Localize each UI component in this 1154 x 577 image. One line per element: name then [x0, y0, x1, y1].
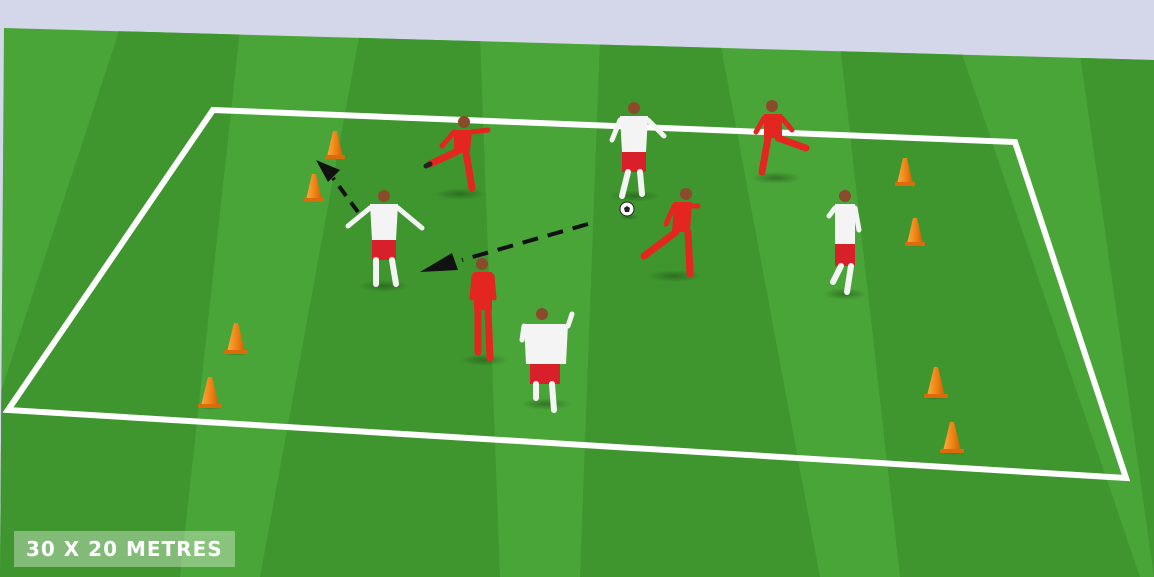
- field-size-label: 30 X 20 METRES: [14, 531, 235, 567]
- field-size-text: 30 X 20 METRES: [26, 537, 223, 561]
